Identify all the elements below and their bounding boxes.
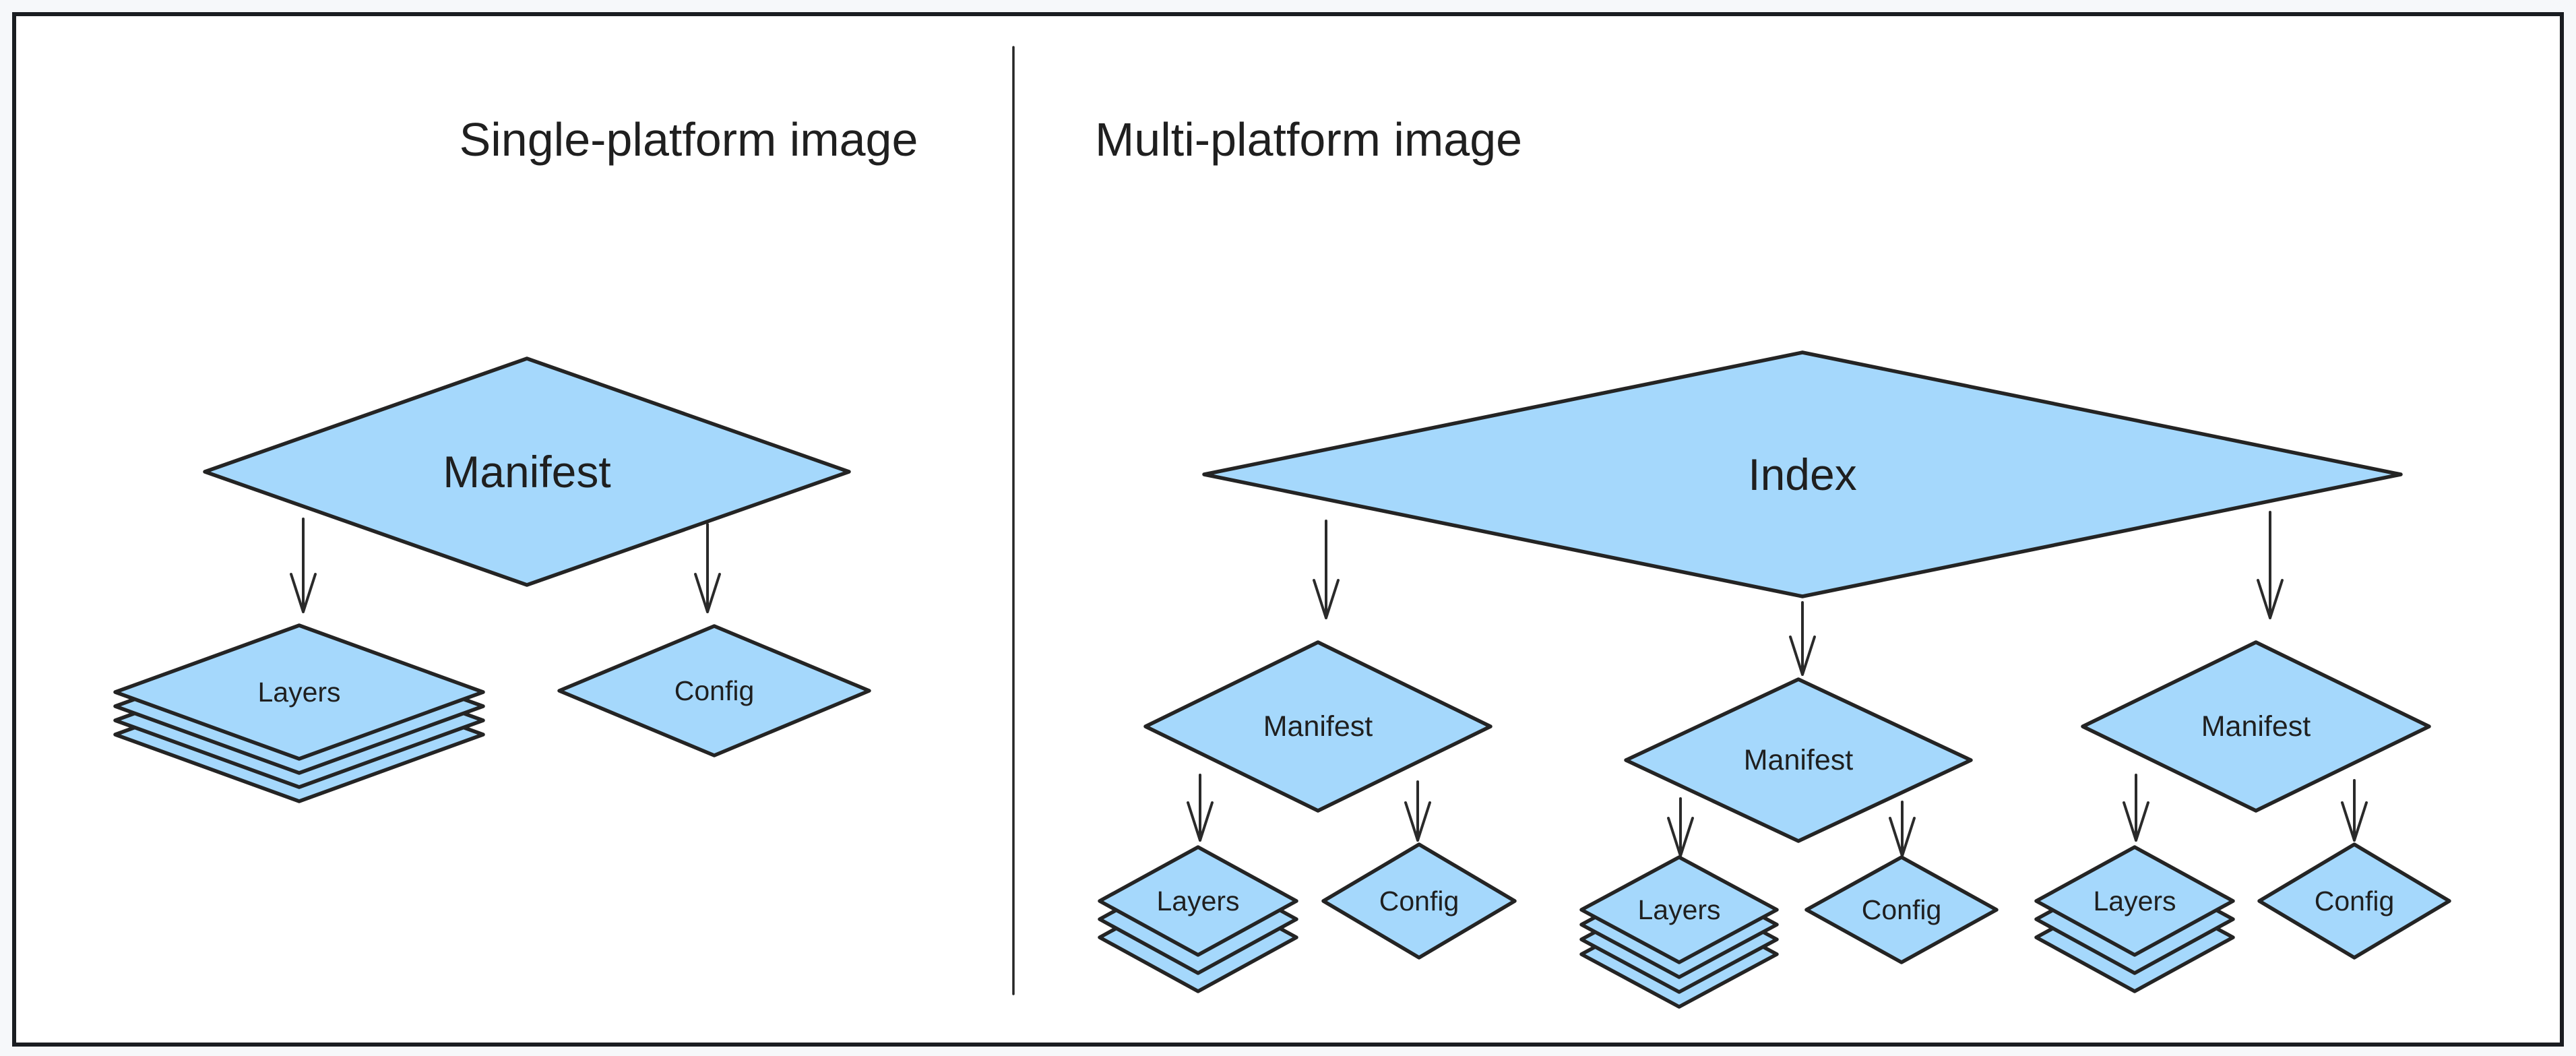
- layers-label: Layers: [1156, 886, 1239, 917]
- index-node: Index: [1202, 350, 2403, 598]
- arrow-manifest-to-layers: [2123, 774, 2149, 842]
- layers-diamond: [2034, 845, 2235, 957]
- platform-group-2: Manifest Layers Config: [1579, 677, 1999, 1009]
- config-diamond: [2257, 842, 2451, 960]
- arrow-index-to-manifest-3: [2257, 511, 2284, 619]
- manifest-label: Manifest: [1744, 744, 1854, 776]
- arrow-manifest-to-layers: [1187, 774, 1214, 842]
- config-node: Config: [2257, 842, 2451, 960]
- layers-diamond: [113, 623, 485, 761]
- manifest-label: Manifest: [443, 447, 610, 497]
- manifest-label: Manifest: [2201, 710, 2311, 743]
- arrow-index-to-manifest-1: [1313, 520, 1340, 619]
- manifest-label: Manifest: [1263, 710, 1373, 743]
- layers-stack: Layers: [113, 623, 485, 803]
- config-label: Config: [1379, 886, 1459, 917]
- arrow-manifest-to-config: [694, 523, 721, 613]
- config-label: Config: [2315, 886, 2395, 917]
- config-diamond: [1321, 842, 1517, 960]
- config-label: Config: [1862, 894, 1942, 925]
- manifest-diamond: [1143, 640, 1493, 813]
- config-node: Config: [1804, 855, 1999, 964]
- platform-group-3: Manifest Layers Config: [2034, 640, 2451, 993]
- config-node: Config: [1321, 842, 1517, 960]
- right-panel-title: Multi-platform image: [1095, 113, 1522, 166]
- arrow-manifest-to-config: [1404, 780, 1431, 842]
- layers-diamond: [1098, 845, 1298, 957]
- layers-label: Layers: [2093, 886, 2176, 917]
- manifest-diamond: [1624, 677, 1973, 843]
- manifest-diamond: [203, 356, 851, 587]
- arrow-manifest-to-layers: [290, 518, 317, 613]
- layers-stack: Layers: [1579, 855, 1779, 1009]
- layers-stack: Layers: [1098, 845, 1298, 993]
- config-diamond: [557, 624, 871, 757]
- layers-diamond: [1579, 855, 1779, 964]
- left-panel-title: Single-platform image: [460, 113, 918, 166]
- config-node: Config: [557, 624, 871, 757]
- layers-label: Layers: [1637, 894, 1720, 925]
- manifest-node: Manifest: [203, 356, 851, 587]
- left-panel: Single-platform image Manifest Layers Co…: [113, 113, 918, 803]
- platform-group-1: Manifest Layers Config: [1098, 640, 1517, 993]
- index-label: Index: [1748, 449, 1856, 499]
- config-diamond: [1804, 855, 1999, 964]
- right-panel: Multi-platform image Index Manifest Laye…: [1095, 113, 2451, 1009]
- layers-label: Layers: [257, 677, 340, 708]
- manifest-diamond: [2081, 640, 2431, 813]
- config-label: Config: [674, 675, 755, 706]
- arrow-manifest-to-config: [2341, 779, 2368, 842]
- layers-stack: Layers: [2034, 845, 2235, 993]
- arrow-index-to-manifest-2: [1789, 601, 1816, 676]
- index-diamond: [1202, 350, 2403, 598]
